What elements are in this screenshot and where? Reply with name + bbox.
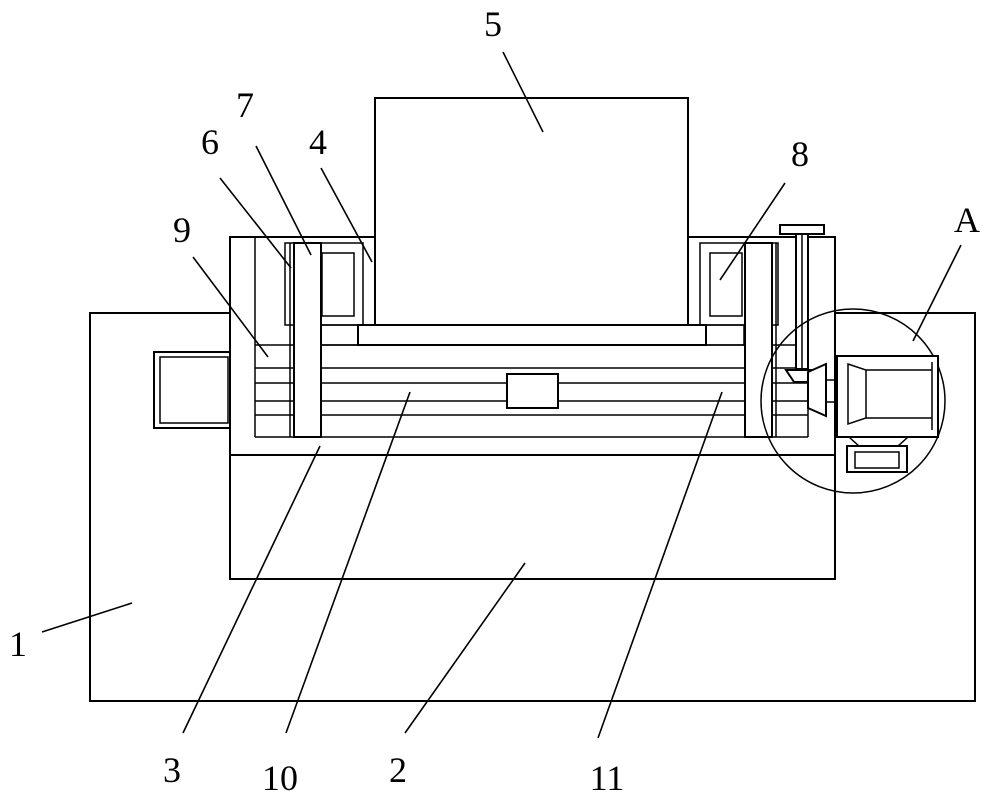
label-8: 8 [791, 134, 809, 174]
label-11: 11 [590, 758, 625, 798]
top-block [374, 97, 689, 326]
leader-a [912, 244, 962, 342]
leader-8 [719, 182, 786, 281]
leader-4 [320, 167, 373, 263]
leader-1 [41, 602, 133, 633]
label-2: 2 [389, 750, 407, 790]
t-handle-cap [779, 224, 825, 235]
leader-5 [502, 51, 544, 133]
leader-10 [285, 391, 411, 734]
leader-2 [404, 562, 526, 734]
label-6: 6 [201, 122, 219, 162]
label-3: 3 [163, 750, 181, 790]
leader-9 [192, 256, 269, 358]
leader-3 [182, 445, 321, 734]
lower-box [229, 454, 836, 580]
left-guide-housing [284, 242, 364, 326]
platform [357, 324, 707, 346]
bevel-gear-horizontal [807, 362, 827, 418]
left-handle-inner [159, 356, 229, 424]
label-4: 4 [309, 122, 327, 162]
leader-11 [597, 391, 723, 739]
left-handle-outer [153, 351, 233, 429]
label-7: 7 [236, 85, 254, 125]
label-9: 9 [173, 210, 191, 250]
right-rod [744, 242, 773, 438]
motor-body [836, 355, 939, 438]
slider-nut [506, 373, 559, 409]
label-a: A [954, 200, 980, 240]
right-guide-block [709, 252, 743, 317]
leader-6 [219, 177, 292, 269]
motor-mount-inner [854, 451, 900, 469]
label-1: 1 [9, 624, 27, 664]
label-10: 10 [262, 758, 298, 798]
label-5: 5 [484, 4, 502, 44]
right-guide-housing [699, 242, 779, 326]
detail-circle-a [760, 308, 946, 494]
left-rod [293, 242, 322, 438]
leader-7 [255, 145, 312, 256]
